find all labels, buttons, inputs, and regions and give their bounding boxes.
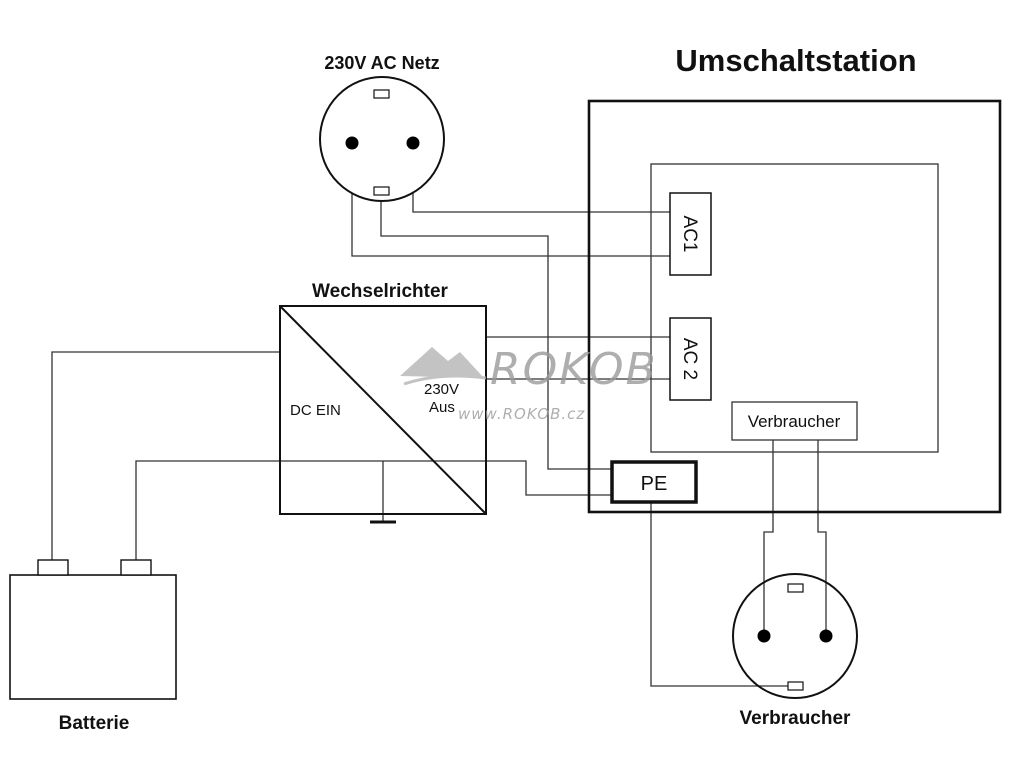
station-inner-box — [650, 163, 939, 453]
consumer-output-box — [731, 401, 858, 441]
inverter-ac-out-label-bottom: Aus — [429, 399, 455, 416]
ac2-box — [669, 317, 712, 401]
inverter-box — [279, 305, 487, 515]
mains-pin-right — [406, 136, 420, 150]
consumer-label: Verbraucher — [740, 708, 851, 729]
consumer-earth-clip-bottom — [787, 681, 804, 691]
switch-station: Umschaltstation AC1 AC 2 Verbraucher PE — [587, 43, 1002, 514]
consumer-output-label: Verbraucher — [748, 412, 841, 431]
pe-box — [610, 460, 698, 504]
wire-consumer-right — [817, 440, 827, 632]
battery: Batterie — [9, 559, 177, 734]
battery-label: Batterie — [59, 713, 130, 734]
station-outer-box — [587, 99, 1002, 514]
consumer-socket: Verbraucher — [732, 573, 858, 729]
consumer-pin-left — [757, 629, 771, 643]
battery-terminal-right — [120, 559, 152, 576]
inverter-title: Wechselrichter — [312, 281, 448, 302]
ac2-label: AC 2 — [679, 338, 700, 380]
watermark-swoosh — [403, 374, 487, 386]
watermark-brand: ROKOB — [490, 344, 658, 395]
wire-battery-plus — [51, 351, 280, 560]
ac1-label: AC1 — [679, 216, 700, 253]
mains-earth-clip-top — [373, 89, 390, 99]
station-title: Umschaltstation — [675, 43, 916, 78]
inverter: Wechselrichter DC EIN 230V Aus — [279, 281, 487, 515]
pe-label: PE — [641, 473, 668, 495]
battery-body — [9, 574, 177, 700]
consumer-earth-clip-top — [787, 583, 804, 593]
watermark-url: www.ROKOB.cz — [458, 405, 585, 423]
consumer-pin-right — [819, 629, 833, 643]
watermark: ROKOB www.ROKOB.cz — [400, 344, 658, 423]
wire-netz-pe — [380, 192, 612, 470]
battery-terminal-left — [37, 559, 69, 576]
wire-battery-minus — [135, 460, 612, 560]
mains-earth-clip-bottom — [373, 186, 390, 196]
wire-pe-consumer-earth — [650, 502, 790, 687]
consumer-socket-outline — [732, 573, 858, 699]
inverter-diagonal — [279, 305, 487, 515]
wire-netz-ac1-top — [412, 143, 670, 213]
mains-label: 230V AC Netz — [324, 53, 439, 73]
ac1-box — [669, 192, 712, 276]
mains-socket-outline — [319, 76, 445, 202]
wire-consumer-left — [763, 440, 774, 632]
inverter-dc-in-label: DC EIN — [290, 402, 341, 419]
mains-socket: 230V AC Netz — [319, 53, 445, 202]
mains-pin-left — [345, 136, 359, 150]
watermark-mountain-logo — [400, 347, 484, 378]
inverter-ac-out-label-top: 230V — [424, 381, 459, 398]
